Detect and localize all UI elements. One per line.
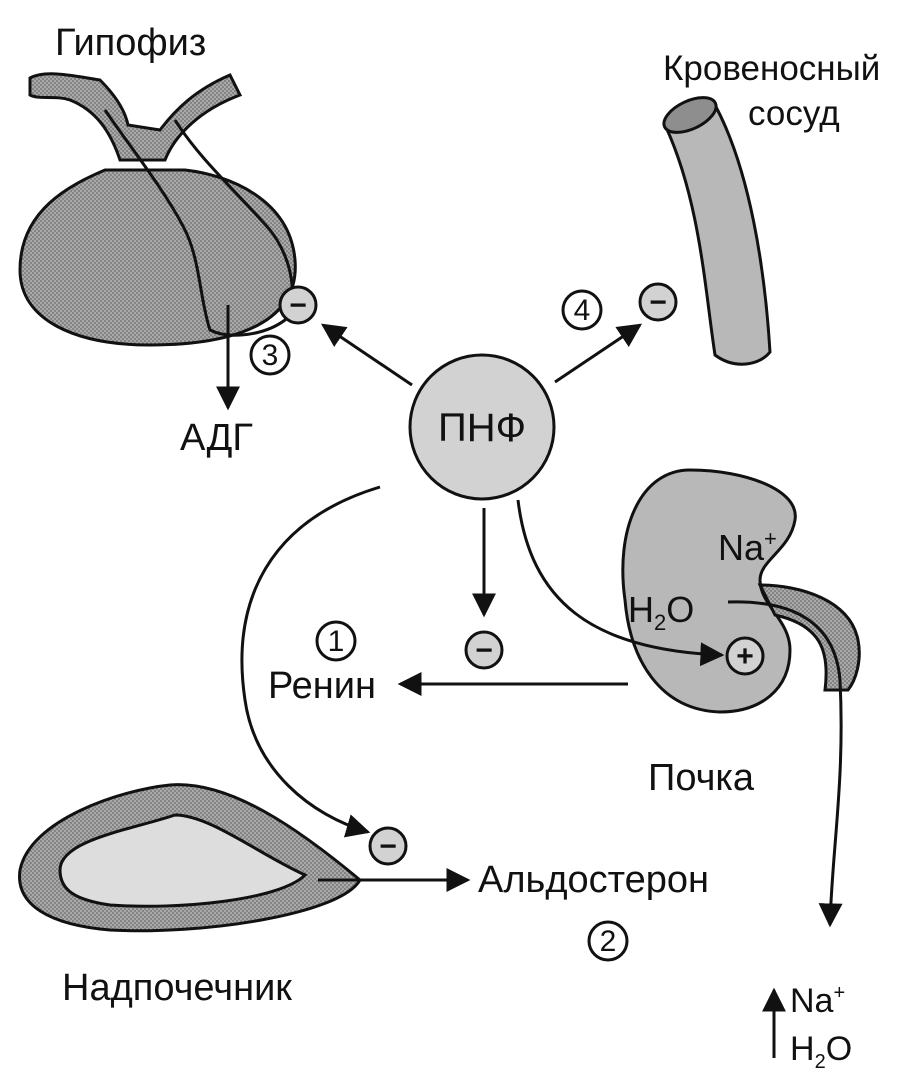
aldosterone-label: Альдостерон <box>478 859 709 901</box>
svg-text:+: + <box>736 640 754 673</box>
svg-text:−: − <box>475 634 493 667</box>
vessel-label-line2: сосуд <box>748 94 840 133</box>
svg-text:−: − <box>379 830 397 863</box>
marker-1: 1 <box>317 622 355 660</box>
plus-sign-kidney: + <box>727 638 763 674</box>
svg-text:2: 2 <box>600 925 617 958</box>
pituitary-label: Гипофиз <box>55 22 206 64</box>
arrow-pnf-to-vessel <box>555 325 640 382</box>
svg-text:−: − <box>649 286 667 319</box>
minus-sign-vessel: − <box>640 284 676 320</box>
adrenal-gland <box>20 785 360 931</box>
svg-text:3: 3 <box>262 339 279 372</box>
excretion-h2o-label: H2O <box>790 1030 852 1073</box>
excretion-na-label: Na+ <box>790 982 845 1020</box>
marker-3: 3 <box>251 336 289 374</box>
arrow-pnf-to-adrenal <box>242 487 380 832</box>
pituitary-stalk <box>30 74 240 160</box>
pituitary-body <box>20 170 295 345</box>
blood-vessel-tube <box>665 105 770 364</box>
marker-2: 2 <box>589 922 627 960</box>
minus-sign-pituitary: − <box>280 287 316 323</box>
adrenal-label: Надпочечник <box>62 967 292 1009</box>
svg-text:−: − <box>289 289 307 322</box>
svg-text:4: 4 <box>574 294 591 327</box>
arrow-pnf-to-pituitary <box>323 325 412 385</box>
pnf-label: ПНФ <box>438 406 526 450</box>
minus-sign-aldosterone: − <box>370 828 406 864</box>
vessel-label-line1: Кровеносный <box>663 49 880 88</box>
svg-text:1: 1 <box>328 625 345 658</box>
kidney <box>623 470 859 712</box>
kidney-label: Почка <box>648 757 755 799</box>
minus-sign-renin: − <box>466 632 502 668</box>
renin-label: Ренин <box>268 665 376 707</box>
pituitary-gland <box>20 74 295 345</box>
adh-label: АДГ <box>180 417 253 459</box>
marker-4: 4 <box>563 291 601 329</box>
